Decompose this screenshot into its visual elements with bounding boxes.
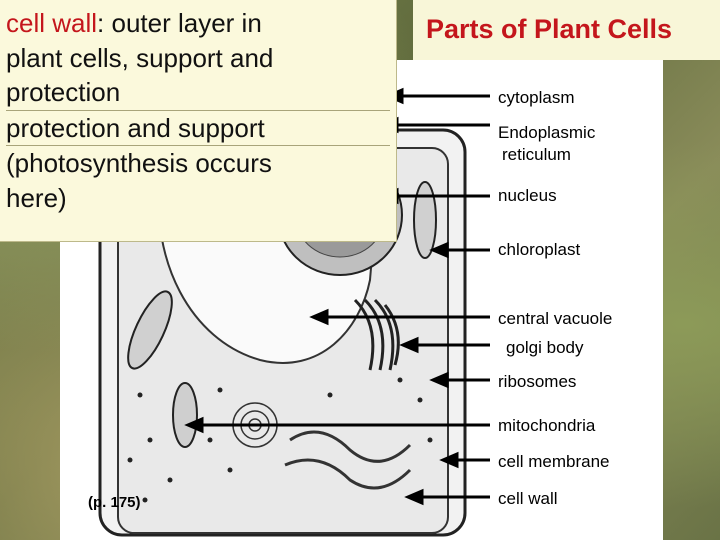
- label-nucleus: nucleus: [498, 186, 557, 205]
- endoplasmic-reticulum-shape: [284, 430, 412, 490]
- chloroplast-shape-2: [127, 290, 173, 370]
- mitochondrion-shape: [172, 382, 198, 448]
- title-banner: [413, 0, 720, 60]
- golgi-body-shape: [353, 298, 400, 371]
- definition-first-line-rest: : outer layer in: [97, 8, 262, 38]
- definition-line-2: plant cells, support and: [6, 42, 274, 73]
- label-cell-membrane: cell membrane: [498, 452, 610, 471]
- label-central-vacuole: central vacuole: [498, 309, 613, 328]
- label-golgi-body: golgi body: [506, 338, 584, 357]
- page-reference: (p. 175): [88, 494, 141, 511]
- label-ribosomes: ribosomes: [498, 372, 577, 391]
- definition-line-5: (photosynthesis occurs: [6, 145, 390, 181]
- definition-line-3: protection: [6, 77, 121, 107]
- definition-line-6: here): [6, 182, 67, 213]
- label-cytoplasm: cytoplasm: [498, 88, 575, 107]
- definition-line-4: protection and support: [6, 109, 390, 146]
- label-cell-wall: cell wall: [498, 489, 558, 508]
- label-mitochondria: mitochondria: [498, 416, 596, 435]
- label-endoplasmic: Endoplasmic: [498, 123, 596, 142]
- definition-line-1: cell wall: outer layer in: [6, 6, 390, 41]
- label-arrows: [184, 87, 490, 506]
- chloroplast-shape: [413, 181, 437, 259]
- page-title: Parts of Plant Cells: [426, 14, 673, 44]
- ribosome-dots: [127, 377, 433, 503]
- definition-panel: cell wall: outer layer in plant cells, s…: [0, 0, 397, 242]
- label-reticulum: reticulum: [502, 145, 571, 164]
- label-chloroplast: chloroplast: [498, 240, 581, 259]
- definition-term: cell wall: [6, 8, 98, 38]
